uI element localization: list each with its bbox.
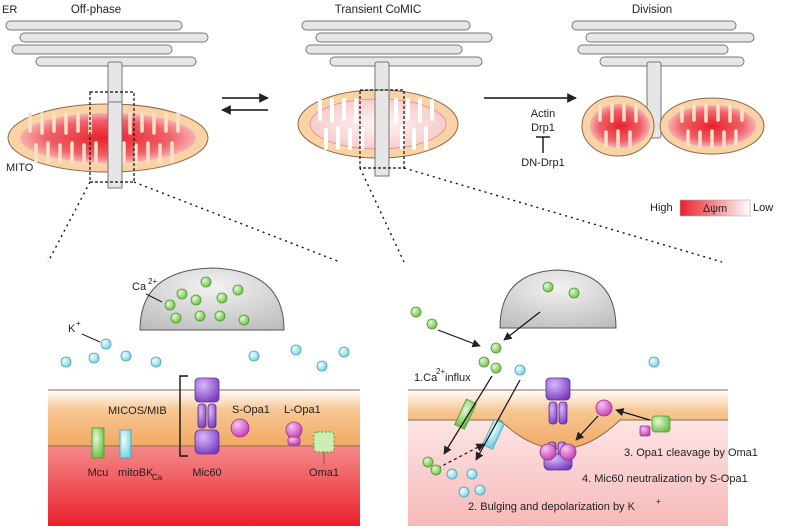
calcium-influx-arrows [437, 311, 541, 348]
regulator-drp1: Drp1 [531, 122, 555, 134]
equilibrium-arrows [221, 93, 269, 115]
mcu-channel-tilted [454, 398, 477, 430]
stage-title-transient: Transient CoMIC [335, 4, 422, 16]
inhibition-bar [536, 136, 550, 153]
mitobk-channel [119, 429, 132, 459]
ca-label-sup: 2+ [148, 277, 157, 286]
l-opa1-protein [285, 421, 303, 446]
er-network-transient [301, 20, 493, 177]
potassium-ions-left [60, 338, 350, 372]
legend-low: Low [753, 202, 773, 214]
mcu-label: Mcu [88, 467, 109, 479]
stage-title-off-phase: Off-phase [71, 4, 121, 16]
cleavage-arrow [615, 408, 651, 421]
s-opa1-protein [230, 418, 250, 438]
calcium-ions-matrix-right [422, 456, 442, 476]
mitobk-label-sub: Ca [152, 473, 163, 482]
mic60-label: Mic60 [192, 467, 221, 479]
er-network-division [571, 20, 755, 139]
micos-label: MICOS/MIB [108, 405, 167, 417]
zoom-box-transient [359, 89, 405, 169]
mitochondrion-transient [297, 89, 459, 177]
ion-flux-arrows [437, 375, 521, 469]
step1-label-suffix: influx [445, 372, 471, 384]
ca-label-base: Ca [132, 281, 147, 293]
step2-label-prefix: 2. Bulging and depolarization by K [468, 501, 636, 513]
regulator-dn-drp1: DN-Drp1 [521, 157, 564, 169]
legend-high: High [650, 202, 673, 214]
micos-bracket [179, 375, 188, 457]
k-label-sup: + [76, 319, 81, 328]
step4-label: 4. Mic60 neutralization by S-Opa1 [582, 473, 748, 485]
oma1-label: Oma1 [309, 467, 339, 479]
er-vesicle-right [499, 269, 617, 329]
membrane-potential-legend: High Δψm Low [650, 199, 773, 217]
calcium-ions-cytosol-right [410, 306, 502, 374]
k-label-base: K [68, 323, 76, 335]
calcium-ions-vesicle-left [164, 276, 250, 326]
mitobk-channel-tilted [482, 418, 505, 450]
step2-label-sup: + [656, 497, 661, 506]
potassium-ions-right [446, 356, 660, 498]
zoom-projection-lines [47, 167, 723, 263]
stage-title-division: Division [632, 4, 672, 16]
zoom-box-off-phase [89, 91, 135, 183]
step1-label-prefix: 1.Ca [414, 372, 438, 384]
mic60-complex-right-upper [545, 377, 571, 425]
oma1-protein [313, 431, 335, 453]
mic60-complex-left [194, 377, 220, 455]
panel-transient-detail: 1.Ca 2+ influx [408, 269, 758, 526]
s-opa1-arrow [575, 415, 599, 441]
legend-symbol: Δψm [703, 203, 727, 215]
calcium-ions-vesicle-right [542, 281, 580, 299]
step1-label-sup: 2+ [436, 367, 445, 376]
l-opa1-label: L-Opa1 [284, 404, 321, 416]
oma1-opa1-complex-right [639, 415, 671, 437]
legend-gradient-bar [679, 199, 751, 217]
mcu-channel [91, 427, 105, 459]
step3-label: 3. Opa1 cleavage by Oma1 [624, 447, 758, 459]
s-opa1-protein-right [595, 399, 613, 417]
mitochondrion-off-phase [7, 91, 209, 189]
mic60-complex-right-lower [539, 441, 577, 471]
regulator-actin: Actin [531, 108, 555, 120]
s-opa1-label: S-Opa1 [232, 404, 270, 416]
mitochondrion-division [581, 95, 765, 157]
er-label: ER [2, 4, 17, 16]
er-vesicle-left [139, 267, 285, 331]
mito-label: MITO [6, 162, 34, 174]
panel-off-phase-detail: Ca 2+ K + MICOS/MIB [48, 267, 360, 526]
mitobk-label-base: mitoBK [118, 467, 154, 479]
